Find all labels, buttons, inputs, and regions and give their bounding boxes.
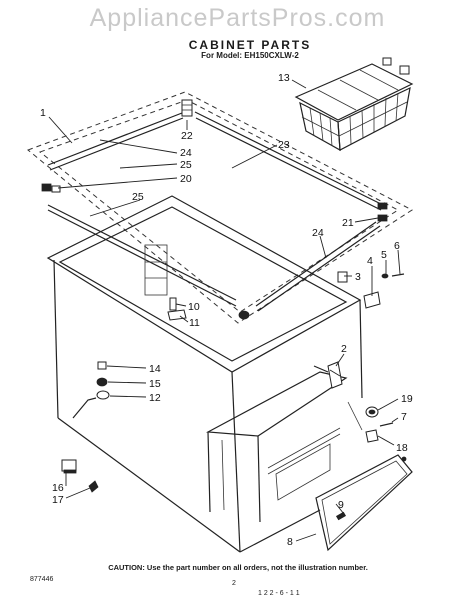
- callout-18: 18: [396, 442, 408, 454]
- callout-22: 22: [181, 130, 193, 142]
- callout-13: 13: [278, 72, 290, 84]
- callout-23: 23: [278, 139, 290, 151]
- callout-1: 1: [40, 107, 46, 119]
- callout-15: 15: [149, 378, 161, 390]
- callout-5: 5: [381, 249, 387, 261]
- leader-lines: [48, 79, 401, 542]
- hinge-part-20-left: [41, 183, 61, 193]
- callout-12: 12: [149, 392, 161, 404]
- callout-24-lower: 24: [312, 227, 324, 239]
- callout-4: 4: [367, 255, 373, 267]
- callout-11: 11: [189, 317, 200, 329]
- callout-9: 9: [338, 499, 344, 511]
- basket-part-13: [294, 57, 414, 152]
- callout-2: 2: [341, 343, 347, 355]
- footer-code: 1 2 2 - 6 - 1 1: [258, 590, 300, 597]
- watermark-text: AppliancePartsPros.com: [89, 4, 386, 32]
- callout-labels: 1 13 22 24 25 23 20 25 21 24 6 5 4 3 10 …: [40, 72, 413, 548]
- callout-25-lower: 25: [132, 191, 144, 203]
- hinge-part-22: [181, 99, 193, 117]
- callout-14: 14: [149, 363, 161, 375]
- callout-21: 21: [342, 217, 354, 229]
- callout-16: 16: [52, 482, 64, 494]
- callout-10: 10: [188, 301, 200, 313]
- page-title: CABINET PARTS: [188, 38, 312, 52]
- page-number: 2: [232, 580, 236, 587]
- callout-17: 17: [52, 494, 64, 506]
- callout-25-top: 25: [180, 159, 192, 171]
- callout-19: 19: [401, 393, 413, 405]
- callout-8: 8: [287, 536, 293, 548]
- cabinet-body: [46, 195, 363, 553]
- hinge-part-21: [377, 202, 388, 222]
- lid-latch-part: [238, 310, 250, 320]
- lid-frame: [27, 91, 413, 324]
- document-number: 877446: [30, 576, 54, 583]
- callout-6: 6: [394, 240, 400, 252]
- model-line: For Model: EH150CXLW-2: [201, 51, 299, 60]
- small-parts: [61, 271, 405, 493]
- callout-24-top: 24: [180, 147, 192, 159]
- callout-7: 7: [401, 411, 407, 423]
- callout-3: 3: [355, 271, 361, 283]
- access-panel-part-8: [315, 454, 413, 552]
- caution-note: CAUTION: Use the part number on all orde…: [108, 563, 368, 572]
- callout-20: 20: [180, 173, 192, 185]
